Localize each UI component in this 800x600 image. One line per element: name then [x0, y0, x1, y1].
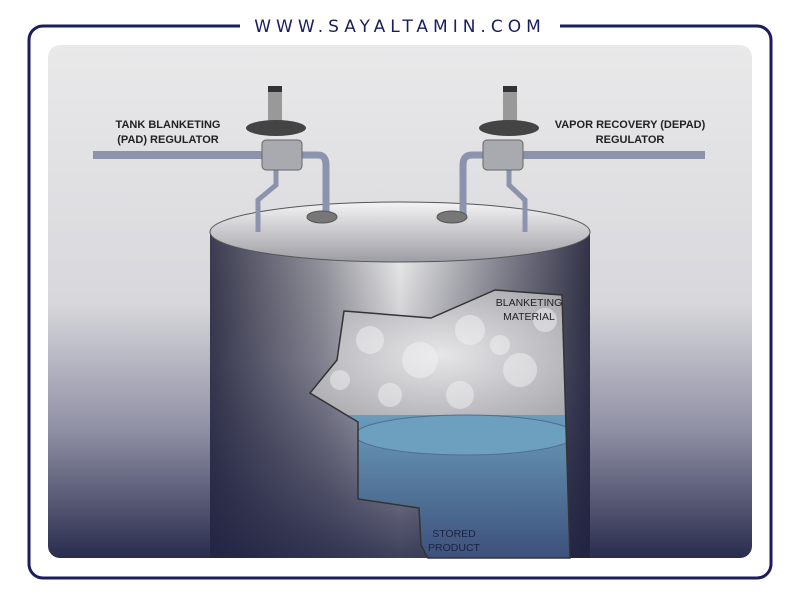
blanketing-material-label-line2: MATERIAL	[503, 311, 555, 323]
outlet-pipe	[520, 151, 705, 159]
depad-regulator-assembly	[436, 86, 705, 232]
depad-regulator-label-line2: REGULATOR	[596, 134, 665, 146]
website-title: WWW.SAYALTAMIN.COM	[254, 17, 546, 37]
inlet-pipe	[93, 151, 263, 159]
pad-regulator-label-line2: (PAD) REGULATOR	[117, 134, 218, 146]
pad-regulator-assembly	[93, 86, 338, 232]
blanketing-material-label-line1: BLANKETING	[496, 297, 563, 309]
stored-product-label-line2: PRODUCT	[428, 542, 481, 554]
stored-product-label-line1: STORED	[432, 528, 476, 540]
pad-regulator-label-line1: TANK BLANKETING	[116, 119, 221, 131]
depad-regulator-label-line1: VAPOR RECOVERY (DEPAD)	[555, 119, 706, 131]
